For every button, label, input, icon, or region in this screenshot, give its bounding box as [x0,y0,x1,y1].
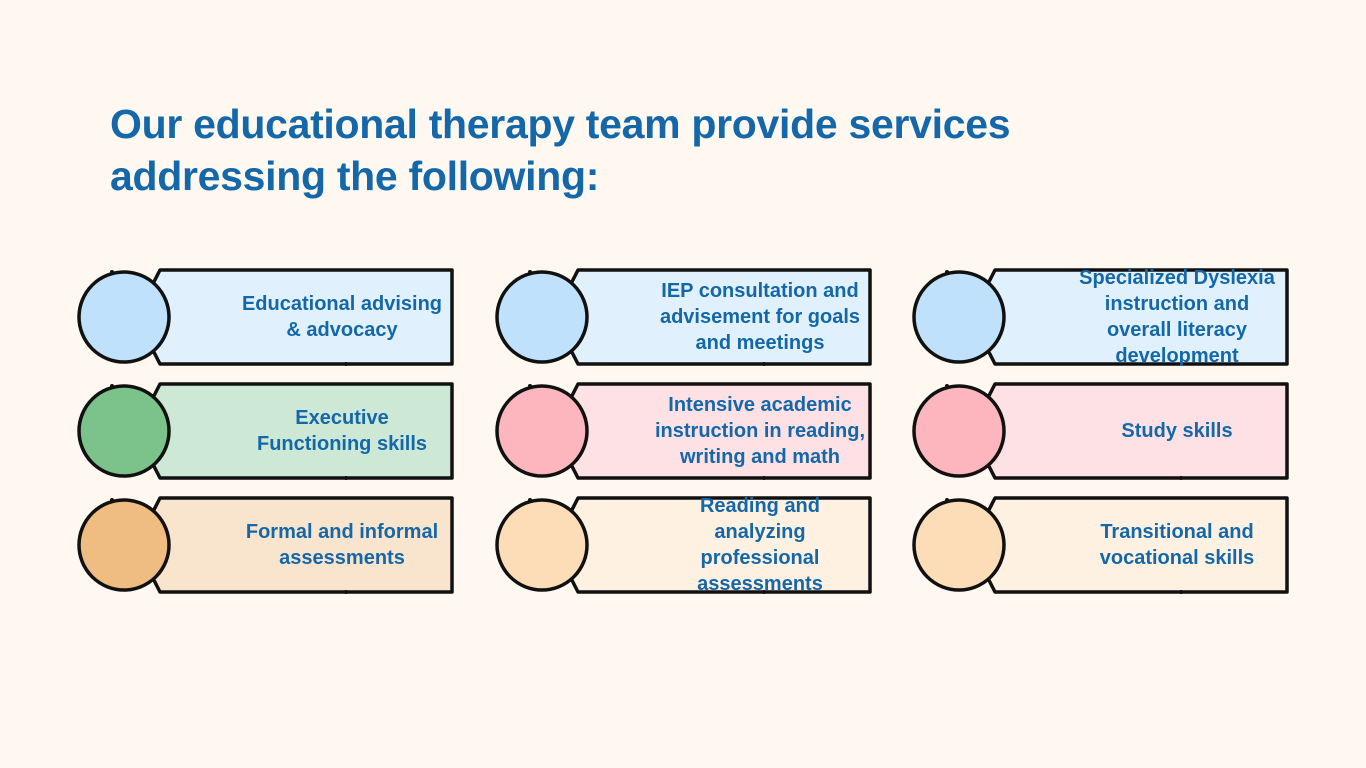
service-label: Study skills [1121,420,1233,442]
service-card-transitional-skills: Transitional and vocational skills [911,495,1291,595]
card-shape [912,268,1289,366]
service-card-reading-assessments: Reading and analyzing professional asses… [494,495,874,595]
service-label: Educational advising & advocacy [241,293,443,341]
card-shape [912,496,1289,594]
service-label: Specialized Dyslexia instruction and ove… [1079,267,1275,367]
service-label: IEP consultation and advisement for goal… [659,280,861,354]
card-shape [495,496,872,594]
page-title: Our educational therapy team provide ser… [110,101,1011,199]
service-label: Intensive academic instruction in readin… [654,394,865,468]
service-card-educational-advising: Educational advising & advocacy [76,267,456,367]
card-shape [77,382,454,480]
card-shape [495,382,872,480]
card-shape [495,268,872,366]
service-card-intensive-academic: Intensive academic instruction in readin… [494,381,874,481]
service-card-iep-consultation: IEP consultation and advisement for goal… [494,267,874,367]
service-card-assessments: Formal and informal assessments [76,495,456,595]
service-label: Transitional and vocational skills [1099,521,1255,569]
service-card-executive-functioning: Executive Functioning skills [76,381,456,481]
service-label: Reading and analyzing professional asses… [697,495,823,595]
service-label: Formal and informal assessments [245,521,439,569]
service-card-study-skills: Study skills [911,381,1291,481]
card-shape [912,382,1289,480]
service-label: Executive Functioning skills [256,407,427,455]
card-shape [77,268,454,366]
card-shape [77,496,454,594]
service-card-dyslexia-instruction: Specialized Dyslexia instruction and ove… [911,267,1291,367]
